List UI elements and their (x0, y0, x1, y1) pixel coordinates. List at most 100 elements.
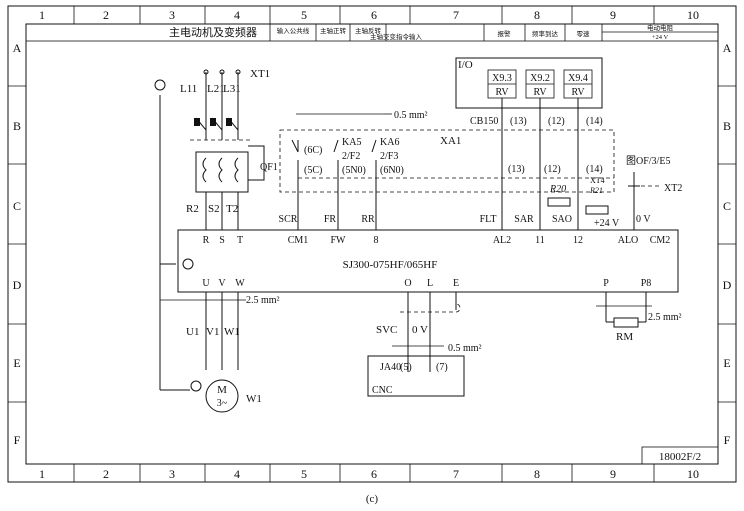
inverter-terminal: 11 (535, 235, 545, 246)
col-label-bottom: 6 (371, 467, 377, 481)
row-label-left: C (13, 199, 21, 213)
inverter: SJ300-075HF/065HF SCR FR RR FLT SAR SAO … (177, 214, 679, 293)
inverter-top-label: FR (324, 214, 337, 225)
motor-symbol: M (217, 384, 227, 396)
row-label-right: E (723, 356, 730, 370)
supply-line-label: L21 (207, 83, 225, 95)
ground-icon (154, 79, 166, 91)
io-module: I/O X9.3 RV X9.2 RV X9.4 RV CB150 (13) (… (455, 57, 603, 180)
xt2-label: XT2 (664, 183, 682, 194)
col-label-top: 8 (534, 8, 540, 22)
supply-section: XT1 L11 L21 L31 (180, 68, 270, 140)
inverter-terminal: ALO (618, 235, 639, 246)
row-label-left: A (13, 41, 22, 55)
col-label-bottom: 10 (687, 467, 699, 481)
title-cell: 零速 (577, 30, 591, 38)
svc-cnc-section: SVC 0 V 0.5 mm² JA40 (5) (7) CNC (367, 292, 482, 397)
col-label-bottom: 2 (103, 467, 109, 481)
title-cell: 主轴正转 (320, 26, 347, 35)
motor-terminal-label: V1 (206, 326, 219, 338)
supply-line-label: L11 (180, 83, 197, 95)
inverter-top-label: RR (361, 214, 375, 225)
inverter-input-terminal: S (219, 235, 225, 246)
contact-b-label: 2/F2 (342, 151, 360, 162)
wire-size-power: 2.5 mm² (246, 295, 280, 306)
io-module-title: I/O (458, 59, 473, 71)
io-relay-label: RV (571, 87, 585, 98)
motor-section: U1 V1 W1 M 3~ W1 (186, 292, 262, 413)
row-label-left: F (14, 433, 21, 447)
contact-a-label: (5C) (304, 165, 322, 176)
r20-label: R20 (549, 184, 566, 195)
title-cell: 频率到达 (532, 29, 559, 38)
cnc-pin: (7) (436, 362, 448, 373)
contact-b-label: (5N0) (342, 165, 366, 176)
wire-size-brake: 2.5 mm² (648, 312, 682, 323)
io-relay-label: RV (495, 87, 509, 98)
io-relay-label: RV (533, 87, 547, 98)
cable-label: CB150 (470, 116, 498, 127)
drawing-number-box: 18002F/2 (641, 446, 719, 465)
svc-value: 0 V (412, 324, 428, 336)
inverter-model: SJ300-075HF/065HF (343, 259, 438, 271)
col-label-top: 2 (103, 8, 109, 22)
power-wire-size: 2.5 mm² (160, 295, 280, 306)
inverter-input-terminal: R (203, 235, 210, 246)
col-label-top: 9 (610, 8, 616, 22)
contact-a-label: (6C) (304, 145, 322, 156)
inverter-terminal: CM2 (650, 235, 671, 246)
inverter-top-label: SAO (552, 214, 572, 225)
row-label-right: D (723, 278, 732, 292)
io-pin-label: (12) (548, 116, 565, 127)
motor-terminal-label: U1 (186, 326, 199, 338)
title-cell: 主轴反转 (355, 26, 382, 35)
title-main: 主电动机及变频器 (169, 25, 257, 39)
title-cell: 电动电阻 (647, 23, 674, 32)
inverter-output-terminal: U (202, 278, 210, 289)
electrical-schematic: 1 2 3 4 5 6 7 8 9 10 1 2 3 4 5 6 7 8 9 1… (7, 5, 737, 483)
motor-terminal-label: W1 (224, 326, 240, 338)
inverter-analog-terminal: E (453, 278, 459, 289)
title-cell: 输入公共线 (277, 26, 310, 35)
figure-caption: (c) (365, 493, 379, 505)
col-label-bottom: 4 (234, 467, 240, 481)
io-relay-label: X9.4 (568, 73, 588, 84)
inverter-output-terminal: V (218, 278, 226, 289)
inverter-terminal: 12 (573, 235, 583, 246)
zero-v-label: 0 V (636, 214, 651, 225)
inverter-analog-terminal: O (404, 278, 411, 289)
inverter-output-terminal: W (235, 278, 245, 289)
contact-c-label: KA6 (380, 137, 399, 148)
io-relay-label: X9.2 (530, 73, 550, 84)
breaker-label: QF1 (260, 162, 278, 173)
inverter-top-label: SCR (279, 214, 298, 225)
cnc-pin: (5) (400, 362, 412, 373)
breaker-output-label: T2 (226, 203, 238, 215)
ground-wire (154, 79, 202, 392)
r21-label: R21 (589, 186, 603, 195)
col-label-top: 3 (169, 8, 175, 22)
breaker-output-label: R2 (186, 203, 199, 215)
io-relay-label: X9.3 (492, 73, 512, 84)
plus24-label: +24 V (594, 218, 620, 229)
contact-c-label: (6N0) (380, 165, 404, 176)
row-label-right: B (723, 119, 731, 133)
row-label-left: E (13, 356, 20, 370)
breaker-qf1: QF1 R2 S2 T2 (186, 117, 278, 230)
title-cell-value: +24 V (652, 34, 669, 41)
row-dividers (8, 85, 736, 403)
xa1-pin-label: (14) (586, 164, 603, 175)
wire-size-signal: 0.5 mm² (394, 110, 428, 121)
xa1-pin-label: (12) (544, 164, 561, 175)
inverter-top-label: FLT (480, 214, 497, 225)
row-label-right: F (724, 433, 731, 447)
io-pin-label: (14) (586, 116, 603, 127)
title-cell: 报警 (498, 29, 512, 38)
motor-label: W1 (246, 393, 262, 405)
col-label-top: 7 (453, 8, 459, 22)
inverter-brake-terminal: P (603, 278, 609, 289)
col-label-top: 4 (234, 8, 240, 22)
inverter-terminal: AL2 (493, 235, 511, 246)
col-label-top: 1 (39, 8, 45, 22)
drawing-number: 18002F/2 (659, 451, 701, 463)
